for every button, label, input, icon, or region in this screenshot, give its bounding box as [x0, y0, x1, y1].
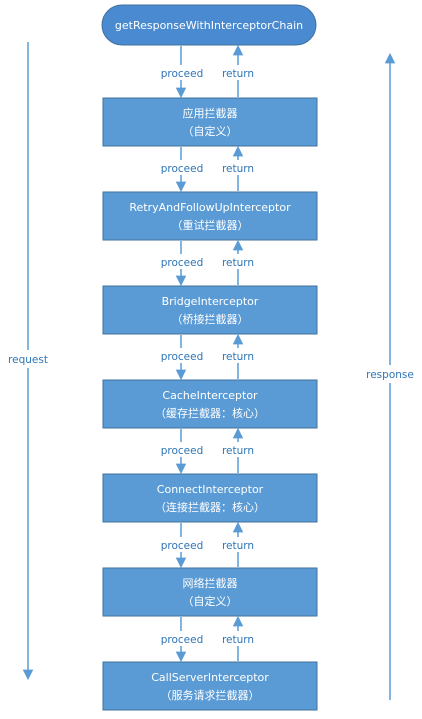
interceptor-box-app [102, 97, 318, 147]
return-label-2: return [222, 163, 254, 175]
return-label-1: return [222, 68, 254, 80]
interceptor-box-connect [102, 473, 318, 523]
interceptor-callserver-name: CallServerInterceptor [151, 671, 269, 684]
interceptor-network-desc: （自定义） [183, 594, 238, 608]
proceed-label-2: proceed [161, 163, 204, 175]
proceed-label-bg-3 [154, 254, 209, 269]
response-label: response [366, 369, 414, 381]
interceptor-box-network [102, 567, 318, 617]
return-label-6: return [222, 540, 254, 552]
interceptor-box-retry [102, 191, 318, 241]
interceptor-bridge-desc: （桥接拦截器） [172, 312, 249, 326]
return-label-bg-7 [216, 631, 260, 646]
proceed-label-5: proceed [161, 445, 204, 457]
return-label-7: return [222, 634, 254, 646]
return-label-bg-2 [216, 160, 260, 175]
interceptor-box-cache [102, 379, 318, 429]
interceptor-cache-name: CacheInterceptor [162, 389, 258, 402]
top-node [101, 4, 317, 46]
proceed-label-6: proceed [161, 540, 204, 552]
proceed-label-bg-5 [154, 442, 209, 457]
return-label-4: return [222, 351, 254, 363]
interceptor-connect-desc: （连接拦截器：核心） [155, 500, 265, 514]
interceptor-box-callserver [102, 661, 318, 711]
top-node-label: getResponseWithInterceptorChain [115, 19, 303, 32]
return-label-bg-6 [216, 537, 260, 552]
proceed-label-bg-2 [154, 160, 209, 175]
request-label-bg [4, 350, 52, 368]
return-label-bg-4 [216, 348, 260, 363]
return-label-bg-1 [216, 65, 260, 80]
proceed-label-7: proceed [161, 634, 204, 646]
interceptor-bridge-name: BridgeInterceptor [162, 295, 259, 308]
proceed-label-1: proceed [161, 68, 204, 80]
return-label-3: return [222, 257, 254, 269]
proceed-label-bg-4 [154, 348, 209, 363]
interceptor-retry-name: RetryAndFollowUpInterceptor [129, 201, 291, 214]
interceptor-box-bridge [102, 285, 318, 335]
interceptor-cache-desc: （缓存拦截器：核心） [155, 406, 265, 420]
interceptor-callserver-desc: （服务请求拦截器） [161, 688, 260, 702]
proceed-label-bg-7 [154, 631, 209, 646]
proceed-label-3: proceed [161, 257, 204, 269]
response-label-bg [362, 365, 418, 383]
proceed-label-bg-1 [154, 65, 209, 80]
interceptor-network-name: 网络拦截器 [183, 576, 238, 590]
interceptor-app-desc: （自定义） [183, 124, 238, 138]
interceptor-app-name: 应用拦截器 [183, 106, 238, 120]
return-label-bg-3 [216, 254, 260, 269]
request-label: request [8, 354, 48, 366]
return-label-bg-5 [216, 442, 260, 457]
return-label-5: return [222, 445, 254, 457]
proceed-label-bg-6 [154, 537, 209, 552]
interceptor-retry-desc: （重试拦截器） [172, 218, 249, 232]
proceed-label-4: proceed [161, 351, 204, 363]
interceptor-connect-name: ConnectInterceptor [157, 483, 264, 496]
